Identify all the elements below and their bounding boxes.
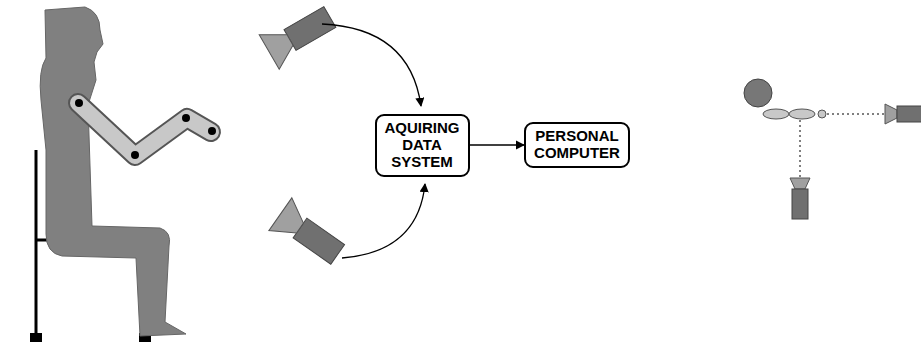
chair-foot: [30, 333, 42, 342]
camera: [269, 198, 349, 271]
top-view: [744, 79, 921, 219]
signal-arrow: [322, 24, 421, 106]
arm: [78, 103, 211, 156]
box-label: PERSONAL COMPUTER: [534, 127, 620, 161]
signal-arrow: [342, 184, 425, 258]
seated-person: [40, 7, 186, 336]
camera: [259, 0, 340, 69]
box-label: AQUIRING DATA SYSTEM: [385, 119, 460, 170]
process-box: PERSONAL COMPUTER: [524, 122, 630, 168]
joint-marker: [75, 99, 216, 159]
flow-arrow: [470, 144, 525, 145]
process-box: AQUIRING DATA SYSTEM: [375, 114, 470, 177]
